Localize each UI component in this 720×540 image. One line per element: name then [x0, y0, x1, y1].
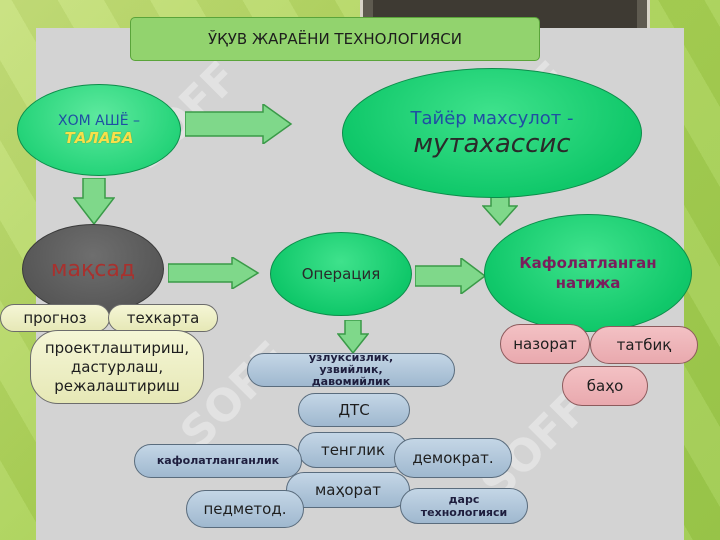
tag-pedmethod: педметод.	[186, 490, 304, 528]
tag-techcard: техкарта	[108, 304, 218, 332]
tag-equality: тенглик	[298, 432, 408, 468]
product-specialist: мутахассис	[413, 128, 571, 159]
tag-standard: ДТС	[298, 393, 410, 427]
raw-material-node: ХОМ АШЁ – ТАЛАБА	[17, 84, 181, 176]
tag-apply: татбиқ	[590, 326, 698, 364]
tag-continuity: узлуксизлик, узвийлик, давомийлик	[247, 352, 455, 388]
arrow-down-icon	[482, 194, 518, 226]
arrow-right-icon	[168, 257, 260, 289]
raw-material-label: ХОМ АШЁ –	[58, 113, 140, 129]
goal-node: мақсад	[22, 224, 164, 314]
product-node: Тайёр махсулот - мутахассис	[342, 68, 642, 198]
tag-mastery: маҳорат	[286, 472, 410, 508]
operation-label: Операция	[301, 264, 381, 283]
arrow-down-icon	[73, 178, 115, 226]
tag-grade: баҳо	[562, 366, 648, 406]
tag-democracy: демократ.	[394, 438, 512, 478]
tag-prognosis: прогноз	[0, 304, 110, 332]
result-label: Кафолатланган натижа	[519, 254, 657, 292]
operation-node: Операция	[270, 232, 412, 316]
tag-lesson-tech: дарс технологияси	[400, 488, 528, 524]
arrow-down-icon	[337, 320, 369, 354]
goal-detail-box: проектлаштириш, дастурлаш, режалаштириш	[30, 330, 204, 404]
raw-material-student: ТАЛАБА	[64, 129, 134, 147]
goal-label: мақсад	[50, 256, 136, 282]
result-node: Кафолатланган натижа	[484, 214, 692, 332]
diagram-title: ЎҚУВ ЖАРАЁНИ ТЕХНОЛОГИЯСИ	[130, 17, 540, 61]
arrow-right-icon	[415, 258, 487, 294]
tag-guarantee: кафолатланганлик	[134, 444, 302, 478]
arrow-right-icon	[185, 104, 293, 144]
tag-control: назорат	[500, 324, 590, 364]
product-label: Тайёр махсулот -	[410, 107, 574, 129]
